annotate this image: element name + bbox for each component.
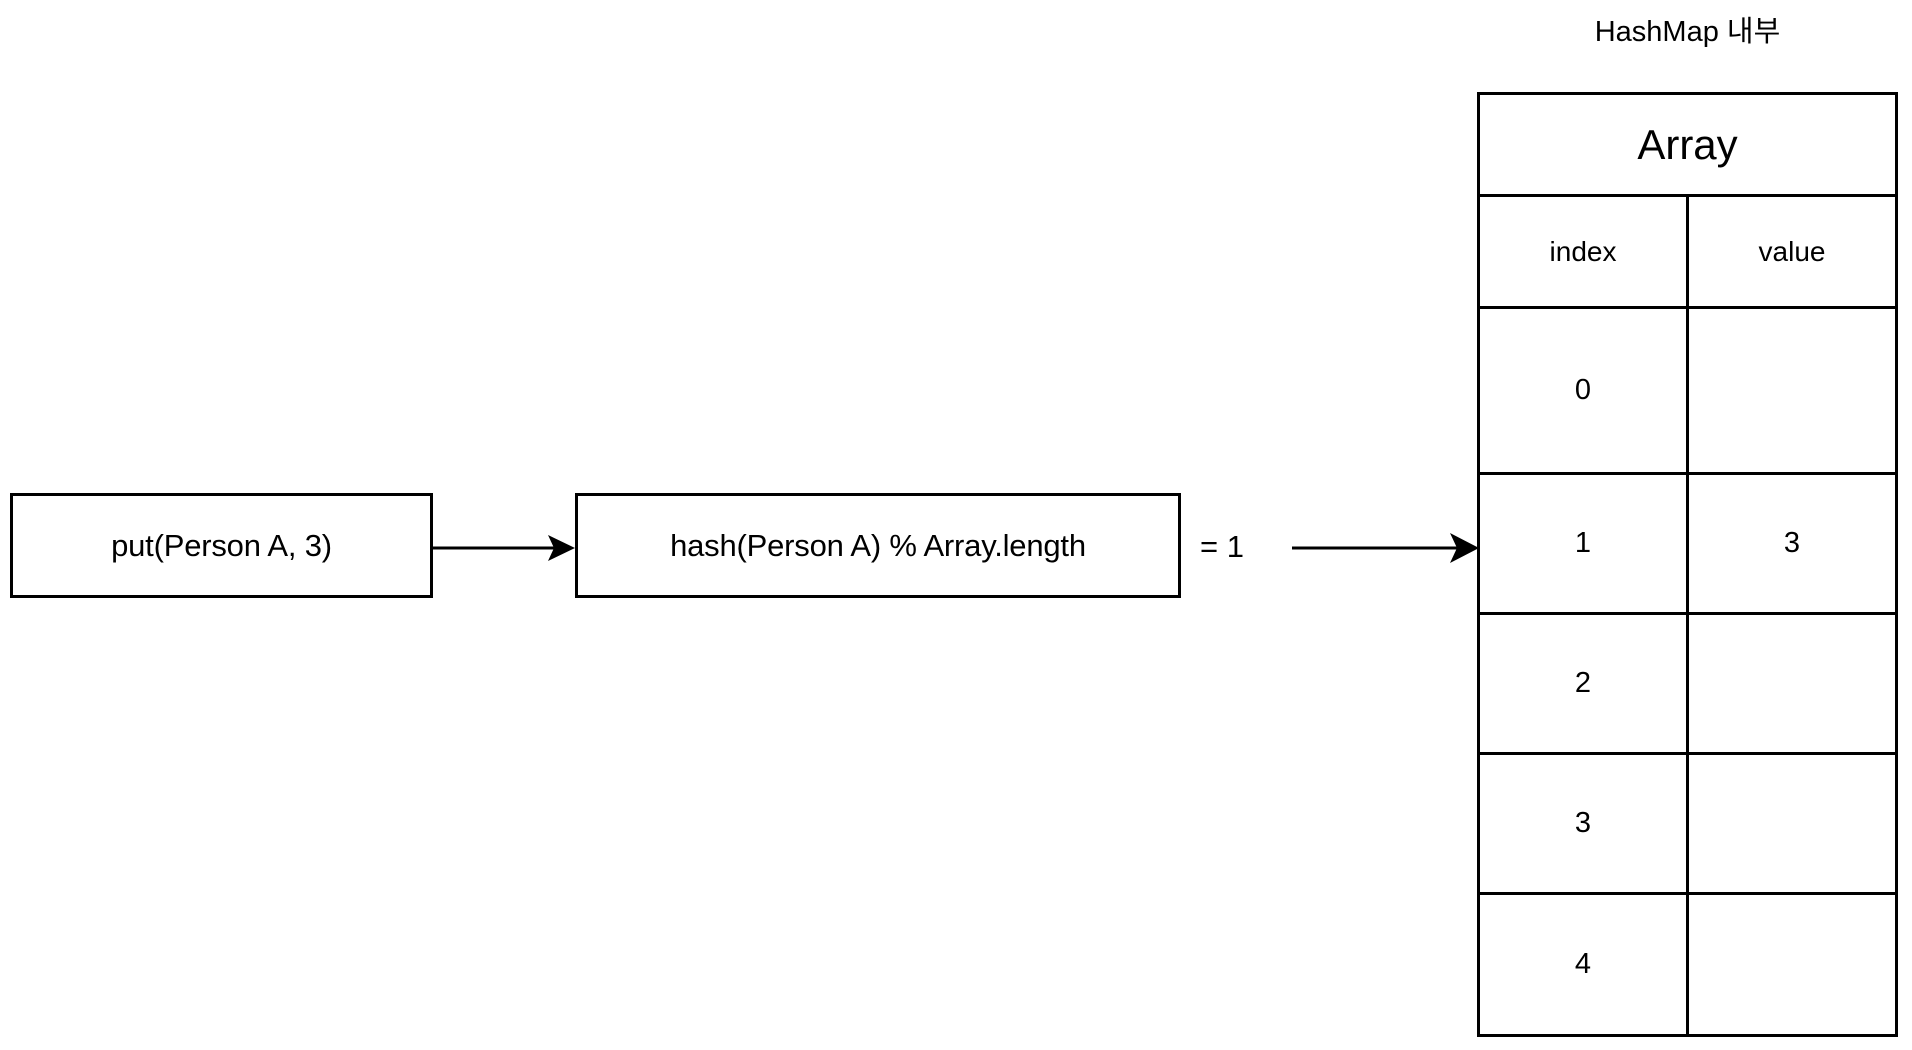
hash-result-label: = 1 [1200, 529, 1244, 564]
array-slot-index: 3 [1480, 755, 1689, 892]
array-slot-value [1689, 309, 1895, 472]
array-slot-value [1689, 895, 1895, 1034]
array-slot-row: 4 [1480, 895, 1895, 1034]
column-header-index: index [1480, 197, 1689, 306]
array-slot-index: 4 [1480, 895, 1689, 1034]
put-operation-label: put(Person A, 3) [111, 528, 332, 563]
array-slot-value [1689, 755, 1895, 892]
hash-function-box: hash(Person A) % Array.length [575, 493, 1181, 598]
array-slot-index: 2 [1480, 615, 1689, 752]
array-slot-value: 3 [1783, 527, 1801, 559]
put-operation-box: put(Person A, 3) [10, 493, 433, 598]
array-slot-row: 1 3 [1480, 475, 1895, 615]
arrow-put-to-hash-icon [430, 528, 578, 573]
array-slot-index: 1 [1480, 475, 1689, 612]
page-title: HashMap 내부 [1594, 16, 1781, 48]
array-table-column-header-row: index value [1480, 197, 1895, 309]
array-slot-value [1689, 615, 1895, 752]
array-table-header-row: Array [1480, 95, 1895, 197]
array-slot-row: 2 [1480, 615, 1895, 755]
column-header-value: value [1758, 235, 1826, 267]
array-table-header-label: Array [1637, 120, 1738, 168]
hash-function-label: hash(Person A) % Array.length [670, 528, 1086, 563]
array-slot-row: 3 [1480, 755, 1895, 895]
array-slot-index: 0 [1480, 309, 1689, 472]
array-table: Array index value 0 1 3 2 3 4 [1477, 92, 1898, 1037]
arrow-hash-to-array-icon [1292, 528, 1482, 573]
array-slot-row: 0 [1480, 309, 1895, 475]
